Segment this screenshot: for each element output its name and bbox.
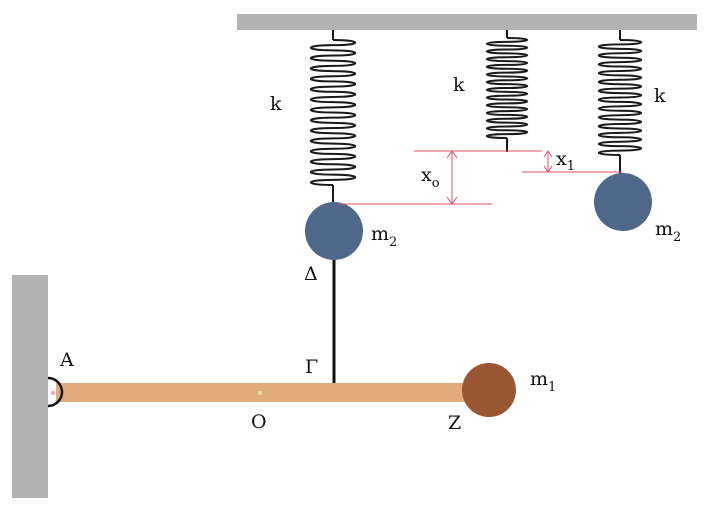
dimension-x1-label: x1 [556, 148, 575, 174]
point-gamma-label: Γ [305, 356, 318, 378]
hinge-point-A [51, 391, 55, 395]
dimension-x0-label: xo [421, 164, 440, 191]
mass-m2-top [305, 202, 363, 260]
spring-left [310, 30, 357, 204]
mass-m1 [462, 363, 516, 417]
ceiling-support [237, 14, 697, 30]
spring-constant-label-middle: k [453, 74, 465, 96]
point-delta-label: Δ [304, 263, 318, 285]
spring-right [597, 30, 643, 176]
point-A-label: A [59, 349, 74, 371]
wall-support [12, 275, 48, 498]
mass-m2-right-label: m2 [655, 218, 681, 245]
center-point-O [258, 391, 262, 395]
rod [56, 383, 484, 402]
dimension-x0 [338, 150, 542, 205]
spring-constant-label-left: k [270, 93, 282, 115]
point-Z-label: Z [448, 412, 461, 434]
point-O-label: O [251, 411, 267, 433]
spring-constant-label-right: k [654, 85, 666, 107]
spring-middle [485, 30, 529, 152]
mass-m2-top-label: m2 [371, 223, 397, 250]
hinge [47, 376, 64, 408]
mass-m2-right [594, 173, 652, 231]
mass-m1-label: m1 [530, 368, 556, 395]
dimension-x1 [522, 150, 622, 173]
